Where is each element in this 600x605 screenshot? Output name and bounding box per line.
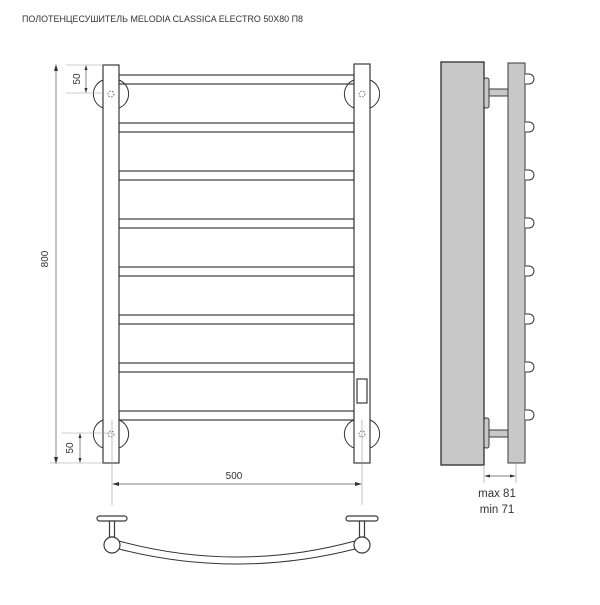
arrow-left-icon xyxy=(112,482,119,486)
rung-ends xyxy=(525,73,535,421)
mount-hole-icon xyxy=(107,90,115,98)
bracket-rod-top xyxy=(488,88,509,97)
rungs xyxy=(118,74,355,421)
side-view: max 81 min 71 xyxy=(440,61,535,516)
bracket-plate-top xyxy=(483,77,490,109)
upright-section-right xyxy=(353,536,371,554)
wall-plate-left xyxy=(96,515,128,522)
mount-hole-icon xyxy=(358,430,366,438)
plan-view xyxy=(96,515,379,565)
rung xyxy=(118,74,355,85)
depth-min-label: min 71 xyxy=(480,504,515,516)
upright-section-left xyxy=(103,536,121,554)
rung xyxy=(118,314,355,325)
dimension-depth: max 81 min 71 xyxy=(478,463,517,516)
dimension-bottom-offset: 50 xyxy=(62,432,112,463)
width-label: 500 xyxy=(226,471,243,482)
bracket-bottom-left xyxy=(92,419,130,449)
bracket-plate-bottom xyxy=(483,417,490,449)
front-view: 800 50 50 500 xyxy=(40,63,381,505)
dimension-top-offset: 50 xyxy=(66,65,104,94)
switch-box xyxy=(356,378,368,404)
arrow-right-icon xyxy=(355,482,362,486)
top-offset-label: 50 xyxy=(72,73,83,85)
wall-plate-right xyxy=(345,515,379,522)
bottom-offset-label: 50 xyxy=(65,442,76,454)
upright-profile xyxy=(507,62,526,464)
arrow-down-icon xyxy=(54,457,58,464)
bracket-top-left xyxy=(92,79,130,109)
rung xyxy=(118,266,355,277)
rung xyxy=(118,362,355,373)
height-label: 800 xyxy=(40,250,51,267)
bracket-rod-bottom xyxy=(488,429,509,438)
mount-hole-icon xyxy=(107,430,115,438)
stem-right xyxy=(358,520,366,538)
depth-max-label: max 81 xyxy=(478,488,516,500)
left-upright xyxy=(102,64,120,464)
bracket-bottom-right xyxy=(343,419,381,449)
rung xyxy=(118,122,355,133)
rung xyxy=(118,170,355,181)
arrow-up-icon xyxy=(54,64,58,71)
product-title: ПОЛОТЕНЦЕСУШИТЕЛЬ MELODIA CLASSICA ELECT… xyxy=(22,14,303,24)
wall xyxy=(440,61,485,466)
mount-hole-icon xyxy=(358,90,366,98)
dimension-height: 800 xyxy=(40,64,103,464)
rung xyxy=(118,218,355,229)
bracket-top-right xyxy=(343,79,381,109)
rung xyxy=(118,410,355,421)
stem-left xyxy=(108,520,116,538)
dimension-width: 500 xyxy=(111,420,363,505)
